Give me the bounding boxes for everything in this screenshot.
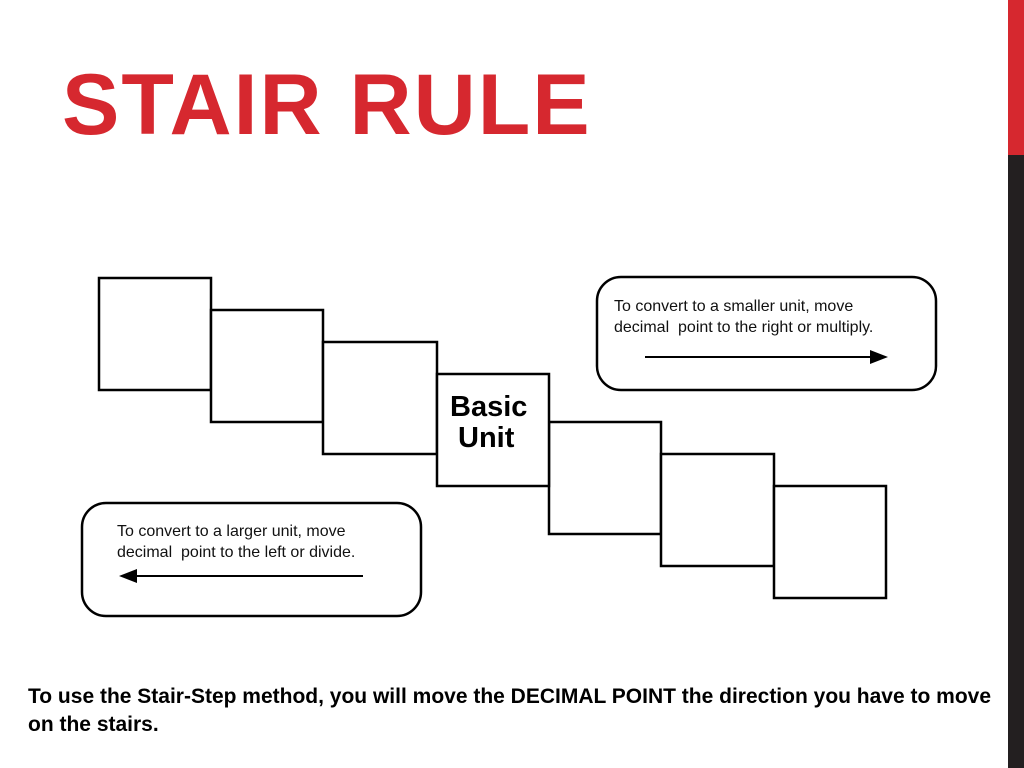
smaller-note-line2: decimal point to the right or multiply. — [614, 319, 873, 336]
accent-bar-dark — [1008, 155, 1024, 768]
right-arrowhead-icon — [870, 350, 888, 364]
stair-step-2 — [209, 308, 325, 424]
basic-unit-label-line2: Unit — [458, 422, 515, 454]
smaller-note-line1: To convert to a smaller unit, move — [614, 298, 853, 315]
left-arrowhead-icon — [119, 569, 137, 583]
stair-step-1 — [97, 276, 213, 392]
larger-note-line2: decimal point to the left or divide. — [117, 544, 355, 561]
basic-unit-step — [435, 372, 551, 488]
smaller-unit-note — [595, 275, 938, 392]
stair-step-5 — [547, 420, 663, 536]
accent-bar-red — [1008, 0, 1024, 155]
larger-note-line1: To convert to a larger unit, move — [117, 523, 346, 540]
stair-diagram: Basic Unit To convert to a smaller unit,… — [80, 275, 938, 618]
slide-title: STAIR RULE — [62, 57, 592, 153]
instruction-caption: To use the Stair-Step method, you will m… — [28, 685, 992, 736]
stair-step-6 — [659, 452, 776, 568]
stair-step-3 — [321, 340, 439, 456]
stair-step-7 — [772, 484, 888, 600]
larger-unit-note — [80, 501, 423, 618]
basic-unit-label-line1: Basic — [450, 391, 527, 423]
